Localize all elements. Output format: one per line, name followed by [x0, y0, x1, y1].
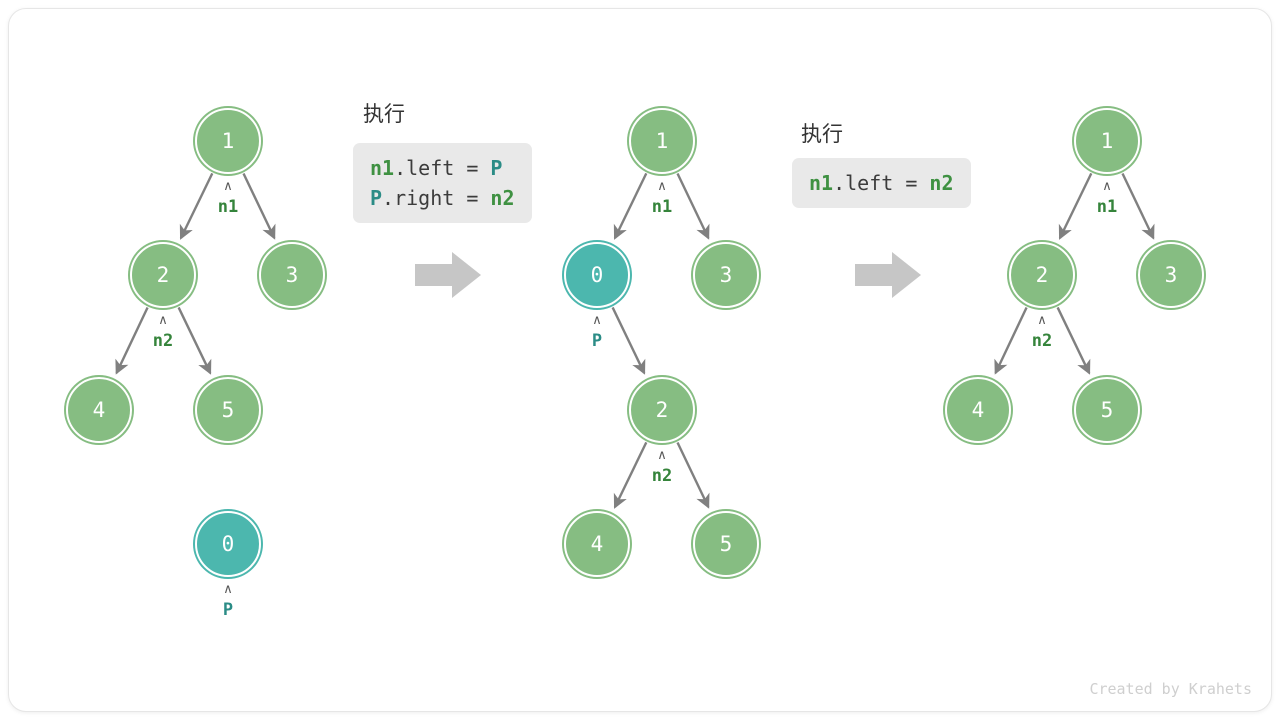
pointer-label: n1 — [1096, 197, 1118, 217]
pointer-caret-icon: ∧ — [657, 179, 667, 194]
arrow-head — [452, 252, 481, 298]
code-token: .left = — [833, 171, 930, 195]
pointer-label: n2 — [1031, 331, 1053, 351]
code-token: P — [490, 156, 503, 180]
tree-node-1: 1 — [629, 108, 695, 174]
pointer-caret-icon: ∧ — [657, 448, 667, 463]
pointer-caret-icon: ∧ — [223, 582, 233, 597]
code-token: n2 — [929, 171, 954, 195]
pointer-caret-icon: ∧ — [1102, 179, 1112, 194]
caption-step1: 执行 — [363, 102, 405, 126]
arrow-shaft — [415, 264, 455, 286]
pointer-annotation-n2: ∧ n2 — [632, 449, 692, 486]
code-token: .right = — [382, 186, 491, 210]
tree-node-1: 1 — [1074, 108, 1140, 174]
tree-node-5: 5 — [1074, 377, 1140, 443]
arrow-head — [892, 252, 921, 298]
tree-node-0: 0 — [564, 242, 630, 308]
tree-node-5: 5 — [693, 511, 759, 577]
code-token: n2 — [490, 186, 515, 210]
code-token: n1 — [809, 171, 834, 195]
code-line: n1.left = n2 — [809, 168, 954, 198]
pointer-label: n1 — [217, 197, 239, 217]
pointer-label: n2 — [152, 331, 174, 351]
pointer-label: P — [591, 331, 603, 351]
tree-node-2: 2 — [1009, 242, 1075, 308]
code-token: P — [370, 186, 383, 210]
pointer-annotation-n1: ∧ n1 — [632, 180, 692, 217]
tree-node-1: 1 — [195, 108, 261, 174]
tree-node-3: 3 — [693, 242, 759, 308]
tree-node-2: 2 — [130, 242, 196, 308]
tree-node-3: 3 — [1138, 242, 1204, 308]
code-block-step2: n1.left = n2 — [792, 158, 971, 208]
pointer-annotation-p: ∧P — [198, 583, 258, 620]
code-token: n1 — [370, 156, 395, 180]
pointer-caret-icon: ∧ — [1037, 313, 1047, 328]
pointer-caret-icon: ∧ — [223, 179, 233, 194]
code-token: .left = — [394, 156, 491, 180]
caption-step2: 执行 — [801, 122, 843, 146]
watermark-credit: Created by Krahets — [1089, 680, 1252, 698]
tree-node-5: 5 — [195, 377, 261, 443]
code-line: P.right = n2 — [370, 183, 515, 213]
pointer-annotation-n1: ∧ n1 — [1077, 180, 1137, 217]
step-transition-arrow-icon — [415, 252, 481, 298]
tree-node-0: 0 — [195, 511, 261, 577]
tree-node-4: 4 — [66, 377, 132, 443]
step-transition-arrow-icon — [855, 252, 921, 298]
pointer-caret-icon: ∧ — [158, 313, 168, 328]
pointer-label: P — [222, 600, 234, 620]
pointer-label: n1 — [651, 197, 673, 217]
pointer-annotation-p: ∧P — [567, 314, 627, 351]
tree-node-2: 2 — [629, 377, 695, 443]
pointer-caret-icon: ∧ — [592, 313, 602, 328]
pointer-label: n2 — [651, 466, 673, 486]
tree-node-3: 3 — [259, 242, 325, 308]
arrow-shaft — [855, 264, 895, 286]
tree-node-4: 4 — [945, 377, 1011, 443]
pointer-annotation-n2: ∧ n2 — [133, 314, 193, 351]
code-line: n1.left = P — [370, 153, 515, 183]
pointer-annotation-n2: ∧ n2 — [1012, 314, 1072, 351]
pointer-annotation-n1: ∧ n1 — [198, 180, 258, 217]
tree-node-4: 4 — [564, 511, 630, 577]
